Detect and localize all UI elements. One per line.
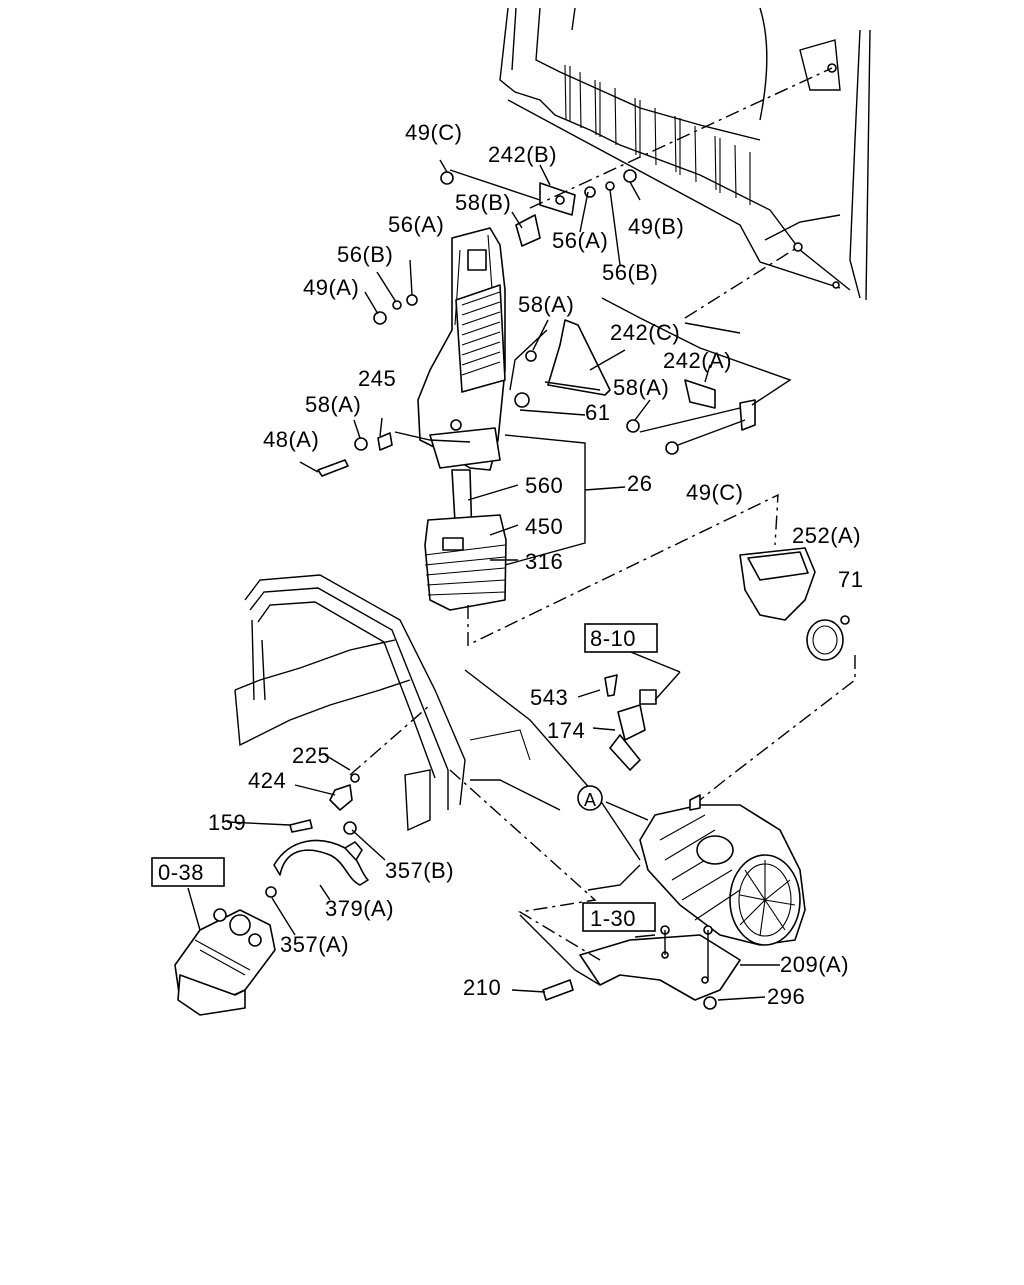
label-8-10: 8-10 <box>590 626 636 651</box>
label-61: 61 <box>585 400 610 425</box>
ref-circle-a <box>577 785 603 811</box>
label-a-circle: A <box>584 790 597 810</box>
label-209a: 209(A) <box>780 952 849 977</box>
part-labels: 49(C) 242(B) 58(B) 56(A) 56(A) 49(B) 56(… <box>158 120 863 1009</box>
label-49b: 49(B) <box>628 214 684 239</box>
cab-rear-panel <box>499 7 871 301</box>
sensor-assembly <box>577 647 681 771</box>
shift-boot <box>424 469 507 611</box>
label-0-38: 0-38 <box>158 860 204 885</box>
label-56b-left: 56(B) <box>337 242 393 267</box>
leader-lines-upper <box>299 159 792 566</box>
label-225: 225 <box>292 743 330 768</box>
dash-lines-upper <box>467 67 833 647</box>
compressor <box>174 887 276 1016</box>
label-245: 245 <box>358 366 396 391</box>
intake-duct <box>739 547 850 661</box>
label-71: 71 <box>838 567 863 592</box>
hose-fittings <box>226 754 386 936</box>
label-357b: 357(B) <box>385 858 454 883</box>
label-1-30: 1-30 <box>590 906 636 931</box>
label-49c-top: 49(C) <box>405 120 463 145</box>
ref-box-0-38 <box>151 857 225 887</box>
leader-lines-lower <box>511 801 780 1001</box>
label-58b: 58(B) <box>455 190 511 215</box>
label-560: 560 <box>525 473 563 498</box>
label-242c: 242(C) <box>610 320 680 345</box>
label-159: 159 <box>208 810 246 835</box>
label-316: 316 <box>525 549 563 574</box>
ref-box-1-30 <box>582 902 656 932</box>
label-242b: 242(B) <box>488 142 557 167</box>
label-56a-right: 56(A) <box>552 228 608 253</box>
air-cleaner <box>639 794 806 946</box>
label-450: 450 <box>525 514 563 539</box>
label-56a-left: 56(A) <box>388 212 444 237</box>
label-296: 296 <box>767 984 805 1009</box>
dash-lines-lower <box>349 655 856 961</box>
label-424: 424 <box>248 768 286 793</box>
label-58a-upper: 58(A) <box>518 292 574 317</box>
label-379a: 379(A) <box>325 896 394 921</box>
label-49a: 49(A) <box>303 275 359 300</box>
brackets-fasteners <box>317 169 756 477</box>
label-56b-right: 56(B) <box>602 260 658 285</box>
label-174: 174 <box>547 718 585 743</box>
label-26: 26 <box>627 471 652 496</box>
label-49c-mid: 49(C) <box>686 480 744 505</box>
shift-lever-console <box>417 227 506 471</box>
frame-rails <box>234 574 641 861</box>
ref-box-8-10 <box>584 623 658 653</box>
label-58a-left: 58(A) <box>305 392 361 417</box>
label-543: 543 <box>530 685 568 710</box>
label-252a: 252(A) <box>792 523 861 548</box>
label-357a: 357(A) <box>280 932 349 957</box>
label-242a: 242(A) <box>663 348 732 373</box>
label-58a-right: 58(A) <box>613 375 669 400</box>
label-210: 210 <box>463 975 501 1000</box>
label-48a: 48(A) <box>263 427 319 452</box>
